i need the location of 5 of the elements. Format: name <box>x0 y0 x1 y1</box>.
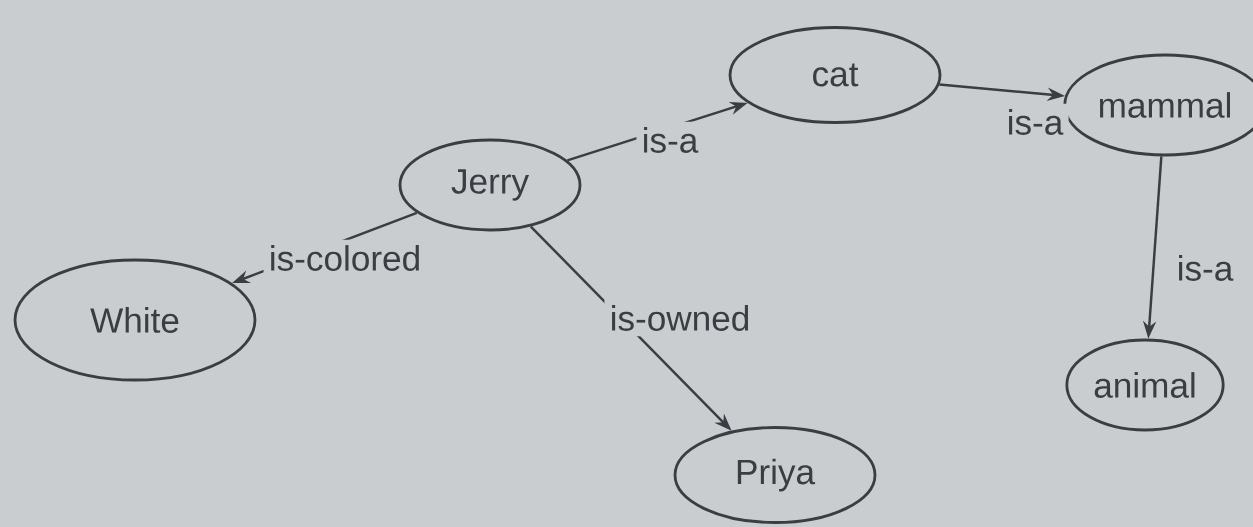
edge-label: is-colored <box>263 239 427 277</box>
edge-label: is-a <box>1171 249 1239 287</box>
edge-label: is-a <box>636 121 704 159</box>
edge-label: is-owned <box>604 299 756 337</box>
edge-label: is-a <box>1001 103 1069 141</box>
